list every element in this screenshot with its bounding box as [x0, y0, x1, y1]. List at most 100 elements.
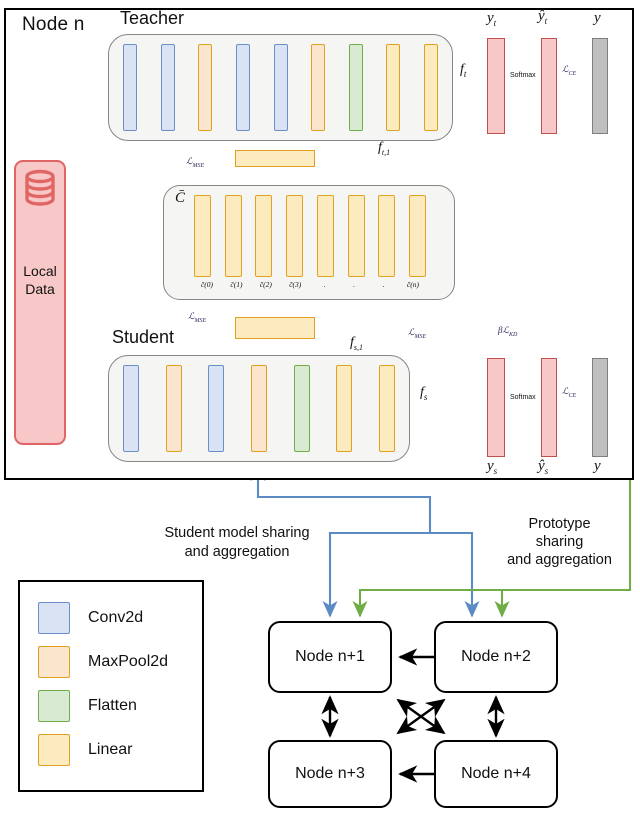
teacher-feature-aggregation-bar [235, 150, 315, 167]
legend-row-conv2d: Conv2d [38, 596, 202, 640]
arrow-n1-n4 [396, 698, 446, 735]
node-cell-n3[interactable]: Node n+3 [268, 740, 392, 808]
proto-sharing-line1: Prototype [528, 516, 591, 532]
prototype-bar-6 [378, 195, 396, 277]
local-data-line1: Local [23, 263, 57, 279]
teacher-title: Teacher [120, 8, 185, 28]
prototype-label: C̄ [175, 190, 186, 206]
student-logits-bar [487, 358, 505, 457]
student-layer-list [123, 365, 395, 452]
teacher-logits-bar [487, 38, 505, 134]
teacher-layer-linear-7 [386, 44, 401, 131]
teacher-layer-flatten-6 [348, 44, 363, 131]
arrow-n2-n3 [396, 698, 446, 735]
student-ground-truth-bar [592, 358, 608, 457]
local-data-label: Local Data [14, 262, 66, 298]
database-icon [25, 169, 55, 206]
student-sharing-line1: Student model sharing [164, 525, 310, 541]
legend-label-maxpool2d: MaxPool2d [88, 653, 169, 670]
prototype-tick-list: c̄(0)c̄(1)c̄(2)c̄(3)...c̄(n) [194, 280, 426, 294]
arrow-proto-share-n2 [360, 588, 510, 618]
prototype-bar-5 [347, 195, 365, 277]
student-gt-label: y [594, 458, 601, 474]
prototype-bar-2 [255, 195, 273, 277]
prototype-tick-5: . [353, 280, 356, 289]
prototype-bar-1 [224, 195, 242, 277]
legend-row-linear: Linear [38, 728, 202, 772]
kd-loss-label: βℒKD [498, 325, 518, 338]
node-n4-label: Node n+4 [461, 765, 531, 782]
student-model-box [108, 355, 410, 462]
student-probs-bar [541, 358, 557, 457]
student-feature-aggregation-bar [235, 317, 315, 339]
prototype-bar-3 [286, 195, 304, 277]
student-tap-label: fs,1 [350, 335, 364, 352]
node-cell-n1[interactable]: Node n+1 [268, 621, 392, 693]
prototype-bar-7 [408, 195, 426, 277]
prototype-bar-0 [194, 195, 211, 277]
student-layer-maxpool-3 [250, 365, 267, 452]
arrow-student-share-n2 [430, 531, 480, 618]
prototype-tick-0: c̄(0) [200, 280, 214, 289]
teacher-layer-conv-3 [235, 44, 250, 131]
local-data-line2: Data [25, 281, 55, 297]
prototype-sharing-caption: Prototype sharing and aggregation [492, 515, 627, 569]
student-sharing-caption: Student model sharing and aggregation [142, 524, 332, 562]
legend-row-maxpool2d: MaxPool2d [38, 640, 202, 684]
teacher-feature-label: ft [460, 62, 467, 79]
teacher-layer-maxpool-5 [311, 44, 326, 131]
legend-swatch-conv2d [38, 602, 70, 634]
student-layer-linear-5 [336, 365, 353, 452]
node-cell-n4[interactable]: Node n+4 [434, 740, 558, 808]
student-title: Student [112, 327, 175, 347]
student-sharing-line2: and aggregation [184, 544, 290, 560]
node-n1-label: Node n+1 [295, 648, 365, 665]
node-n2-label: Node n+2 [461, 648, 531, 665]
teacher-layer-linear-8 [424, 44, 438, 131]
student-ce-loss-label: ℒCE [562, 386, 577, 399]
legend-swatch-maxpool2d [38, 646, 70, 678]
student-layer-linear-6 [378, 365, 395, 452]
teacher-ce-loss-label: ℒCE [562, 64, 577, 77]
local-data-box [14, 160, 66, 445]
student-softmax-label: Softmax [510, 394, 536, 401]
node-title: Node n [22, 14, 85, 35]
proto-sharing-line2: sharing [535, 534, 584, 550]
teacher-layer-conv-1 [160, 44, 175, 131]
mse-mid-label: ℒMSE [188, 311, 207, 324]
teacher-probs-bar [541, 38, 557, 134]
legend-label-flatten: Flatten [88, 697, 137, 714]
teacher-model-box [108, 34, 453, 141]
prototype-bar-4 [316, 195, 334, 277]
node-cell-n2[interactable]: Node n+2 [434, 621, 558, 693]
prototype-tick-7: c̄(n) [406, 280, 419, 289]
prototype-tick-4: . [323, 280, 326, 289]
teacher-tap-label: ft,1 [378, 140, 391, 157]
teacher-layer-conv-4 [273, 44, 288, 131]
prototype-tick-3: c̄(3) [289, 280, 302, 289]
prototype-tick-6: . [382, 280, 385, 289]
teacher-layer-list [123, 44, 438, 131]
mse-right-label: ℒMSE [408, 327, 427, 340]
student-layer-flatten-4 [293, 365, 310, 452]
teacher-ground-truth-bar [592, 38, 608, 134]
legend-row-flatten: Flatten [38, 684, 202, 728]
student-layer-maxpool-1 [165, 365, 182, 452]
proto-sharing-line3: and aggregation [507, 552, 612, 568]
student-layer-conv-2 [208, 365, 225, 452]
teacher-layer-maxpool-2 [198, 44, 213, 131]
student-probs-label: ŷs [538, 458, 549, 476]
prototype-box [163, 185, 455, 300]
teacher-layer-conv-0 [123, 44, 137, 131]
prototype-tick-2: c̄(2) [259, 280, 272, 289]
legend-swatch-linear [38, 734, 70, 766]
legend-swatch-flatten [38, 690, 70, 722]
legend-label-linear: Linear [88, 741, 133, 758]
mse-top-label: ℒMSE [186, 156, 205, 169]
teacher-gt-label: y [594, 10, 601, 26]
student-feature-label: fs [420, 385, 428, 402]
teacher-softmax-label: Softmax [510, 72, 536, 79]
student-layer-conv-0 [123, 365, 139, 452]
student-logits-label: ys [487, 458, 498, 476]
